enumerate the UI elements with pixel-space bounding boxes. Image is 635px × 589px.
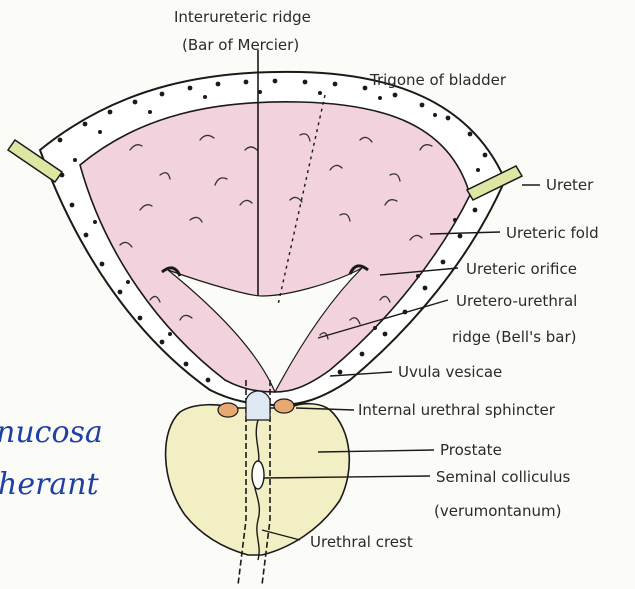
label-verumontanum: (verumontanum) (434, 502, 561, 520)
label-prostate: Prostate (440, 441, 502, 459)
label-ureteric-fold: Ureteric fold (506, 224, 599, 242)
label-bar-of-mercier: (Bar of Mercier) (182, 36, 299, 54)
sphincter-left (218, 403, 238, 417)
uvula-vesicae (246, 391, 270, 420)
label-seminal-colliculus: Seminal colliculus (436, 468, 571, 486)
label-uretero-urethral: Uretero-urethral (456, 292, 577, 310)
label-trigone: Trigone of bladder (369, 71, 507, 89)
label-urethral-crest: Urethral crest (310, 533, 413, 551)
seminal-colliculus (252, 461, 264, 489)
handwriting-line-2: herant (0, 467, 100, 502)
label-ureter: Ureter (546, 176, 594, 194)
label-bells-bar: ridge (Bell's bar) (452, 328, 577, 346)
label-interureteric-ridge: Interureteric ridge (174, 8, 311, 26)
handwriting-line-1: nucosa (0, 415, 103, 450)
label-uvula-vesicae: Uvula vesicae (398, 363, 502, 381)
label-sphincter: Internal urethral sphincter (358, 401, 556, 419)
label-ureteric-orifice: Ureteric orifice (466, 260, 577, 278)
sphincter-right (274, 399, 294, 413)
